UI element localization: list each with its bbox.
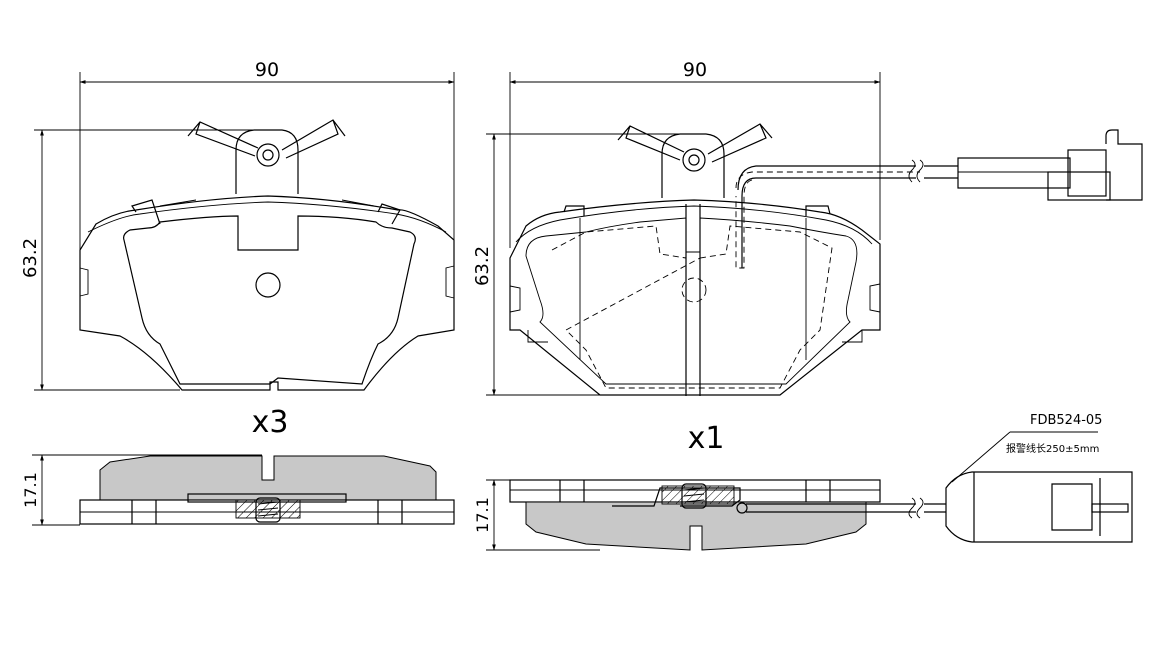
left-side-tab-marks	[131, 500, 403, 524]
right-side-connector-body	[945, 471, 1133, 543]
left-rivet-side	[255, 497, 281, 523]
left-friction-block	[99, 455, 437, 501]
left-clip-wing-left	[187, 121, 259, 157]
left-clip-wing-right	[281, 119, 346, 159]
right-clip-wing-right	[707, 123, 773, 163]
left-qty-label: x3	[252, 405, 289, 440]
left-notch-right	[445, 265, 455, 299]
right-clip-rivet-outer	[682, 148, 706, 172]
left-friction-outline	[123, 215, 416, 385]
left-rivet-threads	[257, 501, 279, 517]
left-side-tabs	[131, 199, 401, 225]
left-slot-marks	[159, 199, 375, 207]
right-center-hole	[681, 277, 707, 303]
sensor-leader-line	[951, 431, 1011, 483]
right-side-tab-marks	[559, 480, 831, 502]
right-rivet-side	[681, 483, 707, 509]
right-width-label: 90	[683, 59, 707, 81]
right-inner-outline	[525, 217, 858, 385]
right-friction-hidden-outline	[551, 225, 833, 389]
left-clip-rivet-outer	[256, 143, 280, 167]
right-friction-block	[525, 501, 867, 551]
right-backing-plate	[509, 199, 881, 396]
right-top-band	[515, 205, 873, 245]
left-pad-front-view: 90 63.2 x3	[20, 59, 455, 440]
right-pad-side-view: 17.1 FDB524-05 报警线长250±5mm	[473, 413, 1133, 551]
left-width-label: 90	[255, 59, 279, 81]
left-clip-rivet-inner	[262, 149, 274, 161]
left-clip-tab	[235, 129, 299, 194]
left-center-hole	[255, 272, 281, 298]
right-wire-break	[908, 159, 924, 183]
left-thickness-label: 17.1	[21, 472, 40, 508]
sensor-wire-note: 报警线长250±5mm	[1006, 442, 1099, 455]
left-pad-side-view: 17.1	[21, 454, 455, 526]
right-clip-profile	[612, 487, 741, 507]
right-side-tabs	[563, 205, 831, 216]
right-notch-left	[509, 285, 521, 313]
right-connector-head	[1105, 129, 1143, 201]
right-sensor-hole	[736, 502, 748, 514]
right-lower-tabs	[527, 330, 863, 343]
right-connector-lower	[1047, 171, 1111, 201]
left-notch-left	[79, 267, 89, 297]
sensor-part-number: FDB524-05	[1030, 413, 1102, 428]
left-top-band	[87, 201, 447, 233]
right-connector-body	[957, 157, 1071, 189]
left-height-label: 63.2	[20, 238, 41, 278]
right-side-connector-details	[973, 472, 1101, 542]
right-sensor-wire	[737, 165, 916, 268]
right-qty-label: x1	[688, 421, 725, 456]
right-height-label: 63.2	[472, 246, 493, 286]
right-rivet-threads	[683, 487, 705, 503]
right-thickness-label: 17.1	[473, 497, 492, 533]
right-clip-tab	[661, 133, 725, 198]
right-clip-wing-left	[617, 125, 685, 161]
right-pad-front-view: 90 63.2	[472, 59, 1143, 456]
right-connector-collar	[1067, 149, 1107, 197]
right-side-connector-pin	[1091, 503, 1129, 513]
right-side-wire-break	[908, 497, 924, 519]
right-notch-right	[869, 283, 881, 313]
right-clip-rivet-inner	[688, 154, 700, 166]
